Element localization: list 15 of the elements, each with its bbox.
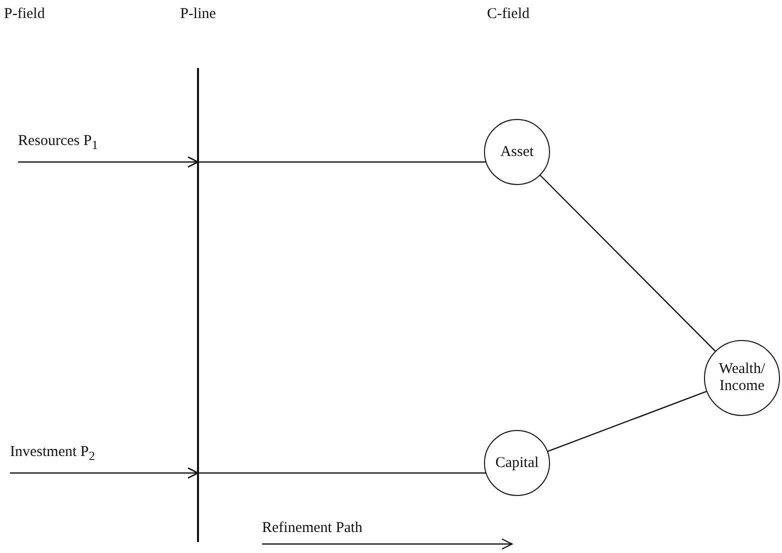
annotation-label: P-field — [4, 6, 45, 23]
connector-line — [198, 472, 486, 474]
connector-line — [198, 161, 486, 163]
circle-node: Asset — [484, 119, 550, 185]
connector-line — [548, 390, 707, 452]
arrow — [18, 156, 199, 168]
input-label: Investment P$_{2}$ — [10, 443, 95, 465]
annotation-label: C-field — [487, 6, 530, 23]
circle-node: Capital — [484, 430, 550, 496]
annotation-label: Refinement Path — [262, 520, 362, 537]
input-label: Resources P$_{1}$ — [18, 132, 98, 154]
circle-node: Wealth/ Income — [704, 340, 780, 416]
connector-line — [540, 174, 716, 352]
line-title: P-line — [179, 6, 217, 23]
arrow — [10, 467, 199, 479]
